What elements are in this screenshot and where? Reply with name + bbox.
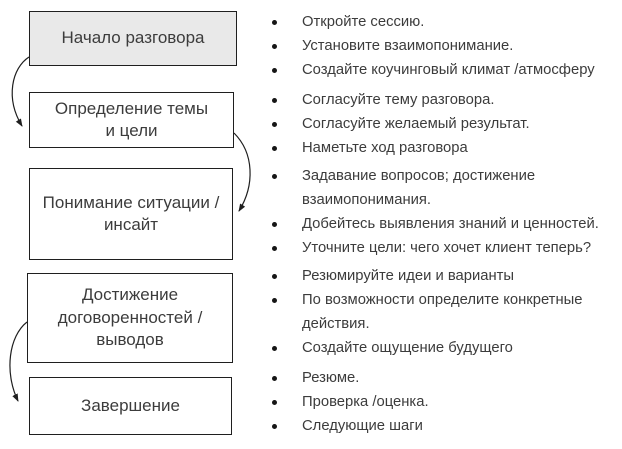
stage-bullets-opening: Откройте сессию.Установите взаимопониман… <box>270 10 610 82</box>
bullet-item: Создайте ощущение будущего <box>270 336 610 360</box>
flow-arrow-1 <box>11 56 30 127</box>
bullet-item: Уточните цели: чего хочет клиент теперь? <box>270 236 610 260</box>
stage-box-label: Начало разговора <box>61 28 205 48</box>
bullet-item: Установите взаимопонимание. <box>270 34 610 58</box>
flow-arrow-2 <box>233 132 251 212</box>
bullet-item: Откройте сессию. <box>270 10 610 34</box>
stage-box-closing: Завершение <box>29 377 232 435</box>
bullet-item: Резюмируйте идеи и варианты <box>270 264 610 288</box>
bullet-item: Согласуйте желаемый результат. <box>270 112 610 136</box>
stage-box-label: Понимание ситуации / инсайт <box>42 192 220 234</box>
stage-box-insight: Понимание ситуации / инсайт <box>29 168 233 260</box>
bullet-item: Следующие шаги <box>270 414 610 438</box>
bullet-item: Резюме. <box>270 366 610 390</box>
stage-bullets-topic-goal: Согласуйте тему разговора.Согласуйте жел… <box>270 88 610 160</box>
stage-box-label: Определение темы и цели <box>54 98 209 140</box>
bullet-item: Согласуйте тему разговора. <box>270 88 610 112</box>
stage-box-agreements: Достижение договоренностей / выводов <box>27 273 233 363</box>
stage-box-topic-goal: Определение темы и цели <box>29 92 234 148</box>
bullet-item: Создайте коучинговый климат /атмосферу <box>270 58 610 82</box>
bullet-item: Добейтесь выявления знаний и ценностей. <box>270 212 610 236</box>
stage-box-label: Достижение договоренностей / выводов <box>57 285 203 350</box>
stage-box-opening: Начало разговора <box>29 11 237 66</box>
bullet-item: По возможности определите конкретные дей… <box>270 288 610 336</box>
stage-bullets-insight: Задавание вопросов; достижение взаимопон… <box>270 164 610 260</box>
bullet-item: Задавание вопросов; достижение взаимопон… <box>270 164 610 212</box>
stage-box-label: Завершение <box>81 395 180 415</box>
stage-bullets-closing: Резюме.Проверка /оценка.Следующие шаги <box>270 366 610 438</box>
bullet-item: Наметьте ход разговора <box>270 136 610 160</box>
flow-arrow-3 <box>9 321 28 402</box>
bullet-item: Проверка /оценка. <box>270 390 610 414</box>
